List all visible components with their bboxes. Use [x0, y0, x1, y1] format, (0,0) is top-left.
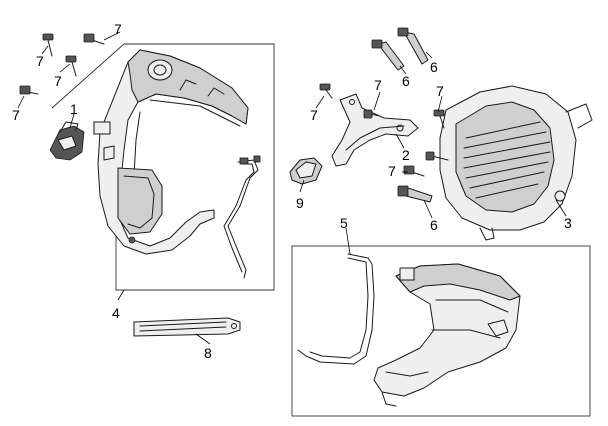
wire-bail: [297, 253, 375, 365]
callout-6-c: 6: [430, 217, 438, 233]
callout-9: 9: [296, 195, 304, 211]
callout-7-g: 7: [436, 83, 444, 99]
bolt-6-c: [397, 185, 433, 203]
bolt-7-c: [65, 55, 77, 77]
seal-strip: [223, 155, 261, 279]
callout-7-f: 7: [374, 77, 382, 93]
callout-4: 4: [112, 305, 120, 321]
part-2-bracket: [331, 93, 419, 167]
bolt-7-b: [83, 33, 105, 45]
callout-7-e: 7: [310, 107, 318, 123]
callout-6-a: 6: [402, 73, 410, 89]
callout-7-a: 7: [114, 21, 122, 37]
bolt-6-d: [425, 151, 449, 161]
bolt-7-h: [403, 165, 425, 177]
part-1-clip: [49, 121, 85, 161]
callout-2: 2: [402, 147, 410, 163]
callout-1: 1: [70, 101, 78, 117]
bolt-6-b: [371, 39, 405, 71]
leader-lines: [17, 31, 567, 345]
callout-8: 8: [204, 345, 212, 361]
bolt-7-d: [19, 85, 39, 95]
part-5-air-duct: [373, 263, 521, 407]
group-box-5: [291, 245, 591, 417]
bolt-7-e: [319, 83, 333, 99]
callout-3: 3: [564, 215, 572, 231]
callout-7-d: 7: [12, 107, 20, 123]
part-9-cap: [289, 157, 323, 185]
callout-7-c: 7: [54, 73, 62, 89]
part-4-belt-cover: [93, 49, 249, 255]
bolt-7-f: [363, 109, 381, 119]
callout-7-h: 7: [388, 163, 396, 179]
callout-5: 5: [340, 215, 348, 231]
bolt-7-g: [433, 109, 445, 129]
part-8-strap: [133, 317, 241, 337]
callout-7-b: 7: [36, 53, 44, 69]
group-box-4: [51, 43, 275, 291]
bolt-7-a: [42, 33, 54, 57]
part-3-fan-shroud: [439, 85, 593, 241]
callout-6-b: 6: [430, 59, 438, 75]
fan-grille: [463, 121, 551, 199]
bolt-6-a: [397, 27, 429, 65]
